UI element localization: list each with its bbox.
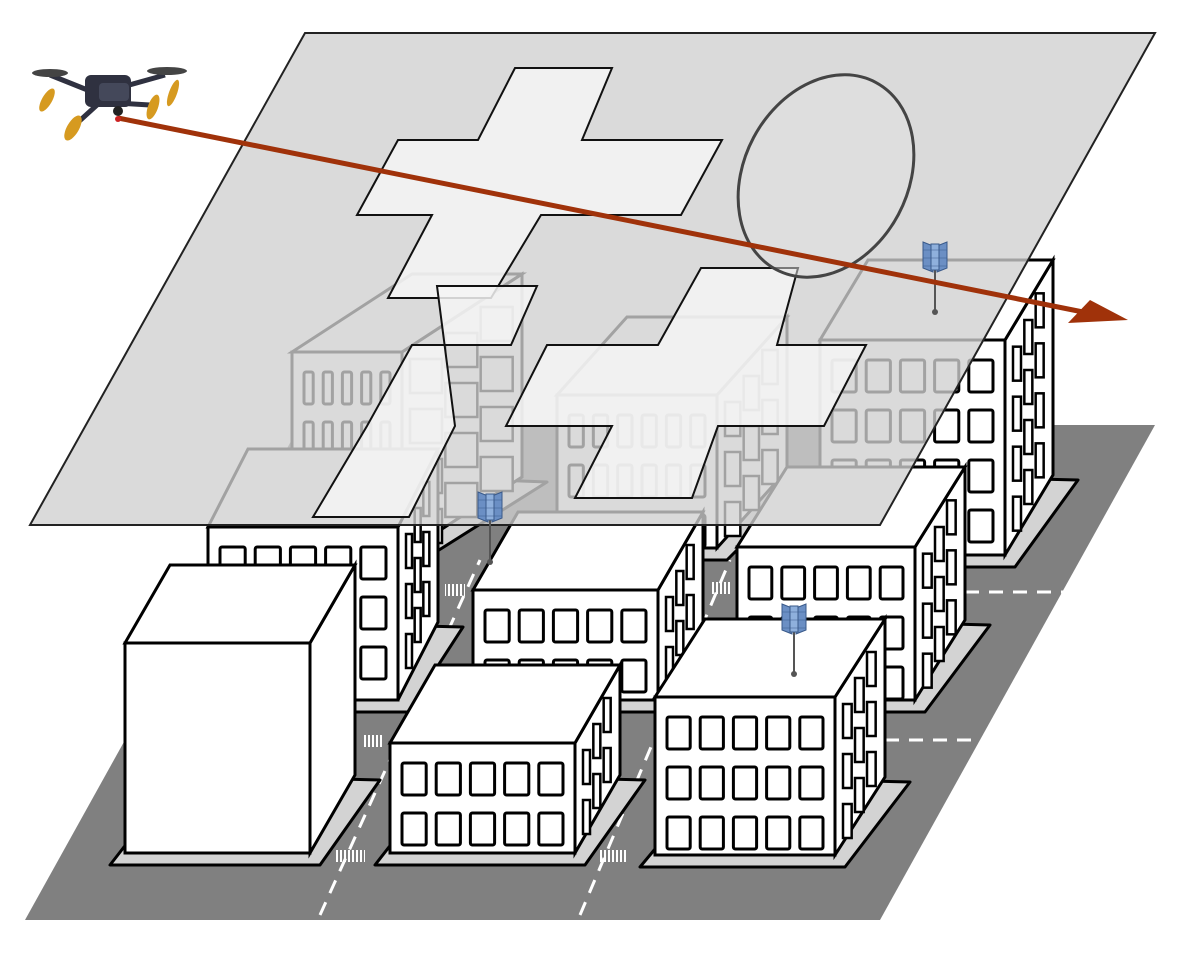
no-fly-zone-cross-2	[311, 285, 539, 518]
building-9	[638, 613, 912, 869]
building-8	[373, 659, 647, 867]
trajectory-line	[117, 115, 1089, 316]
trajectory-arrowhead	[1068, 300, 1128, 323]
crosswalks	[335, 582, 732, 862]
quadcopter-drone-icon	[32, 67, 187, 141]
no-fly-zone-ellipse	[736, 73, 916, 279]
uav-trajectory	[117, 115, 1128, 323]
building-7	[108, 559, 382, 867]
no-fly-zone-cross-3	[504, 267, 868, 499]
